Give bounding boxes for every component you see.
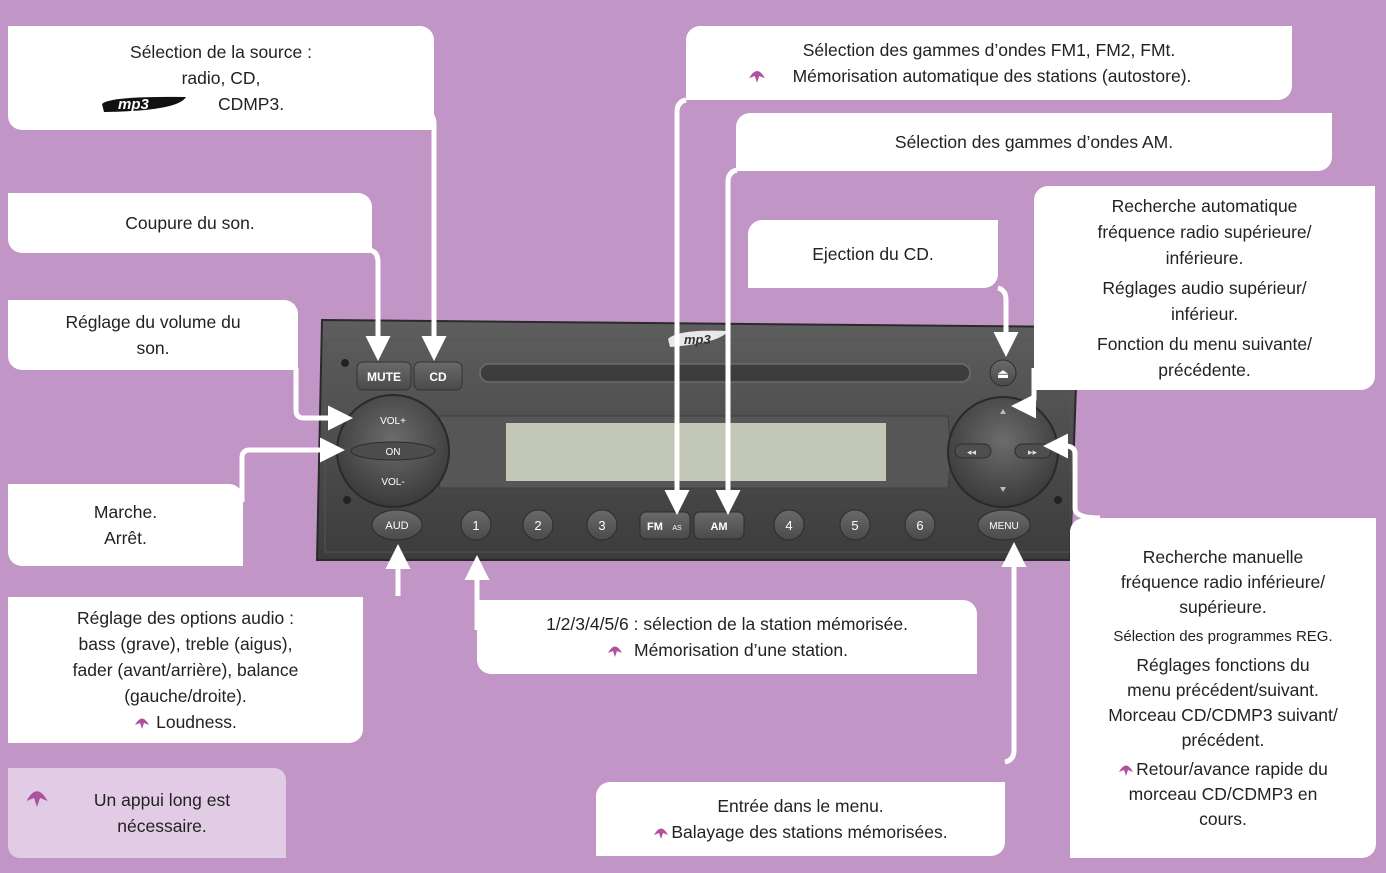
down-arrow-icon[interactable] <box>1000 487 1006 492</box>
screw-icon <box>1054 496 1062 504</box>
callout-mute: Coupure du son. <box>8 193 372 253</box>
svg-text:4: 4 <box>785 518 792 533</box>
arrow-volume <box>293 368 353 431</box>
arrow-menu <box>1001 542 1027 765</box>
legend-long-press: Un appui long est nécessaire. <box>8 768 286 858</box>
callout-presets: 1/2/3/4/5/6 : sélection de la station mé… <box>477 600 977 674</box>
svg-text:MUTE: MUTE <box>367 370 401 384</box>
arrow-fm <box>664 97 690 515</box>
svg-text:VOL+: VOL+ <box>380 416 406 427</box>
arrow-up <box>1011 368 1037 419</box>
volume-knob[interactable]: VOL+ ON VOL- <box>336 394 450 508</box>
long-press-icon <box>748 70 765 83</box>
screw-icon <box>343 496 351 504</box>
callout-source-selection: Sélection de la source : radio, CD, mp3 … <box>8 26 434 130</box>
callout-auto-search: Recherche automatique fréquence radio su… <box>1034 186 1375 390</box>
callout-audio-options: Réglage des options audio : bass (grave)… <box>8 597 363 743</box>
long-press-icon <box>654 828 669 839</box>
long-press-icon <box>608 646 622 657</box>
rewind-icon[interactable]: ◂◂ <box>967 447 977 457</box>
callout-am: Sélection des gammes d’ondes AM. <box>736 113 1332 171</box>
radio-unit <box>315 318 1080 561</box>
preset-button-3[interactable]: 3 <box>586 509 618 541</box>
svg-text:mp3: mp3 <box>684 332 712 347</box>
arrow-onoff <box>239 437 345 502</box>
callout-menu: Entrée dans le menu. Balayage des statio… <box>596 782 1005 856</box>
callout-eject: Ejection du CD. <box>748 220 998 288</box>
cd-slot[interactable] <box>479 363 971 383</box>
svg-text:AM: AM <box>710 521 727 533</box>
callout-manual-search: Recherche manuelle fréquence radio infér… <box>1070 518 1376 858</box>
callout-fm: Sélection des gammes d’ondes FM1, FM2, F… <box>686 26 1292 100</box>
long-press-icon <box>26 791 48 807</box>
eject-icon: ⏏ <box>997 366 1009 381</box>
navigation-pad[interactable]: ◂◂ ▸▸ <box>947 396 1059 508</box>
mp3-logo-icon: mp3 <box>101 96 186 113</box>
long-press-icon <box>135 718 150 729</box>
svg-text:VOL-: VOL- <box>381 477 404 488</box>
callout-volume: Réglage du volume du son. <box>8 300 298 370</box>
aud-button[interactable]: AUD <box>371 509 423 541</box>
svg-text:mp3: mp3 <box>118 96 150 113</box>
svg-text:1: 1 <box>472 518 479 533</box>
up-arrow-icon[interactable] <box>1000 409 1006 414</box>
mute-button[interactable]: MUTE <box>356 361 412 391</box>
am-button[interactable]: AM <box>693 511 745 540</box>
svg-text:AUD: AUD <box>385 520 408 532</box>
fm-button[interactable]: FM AS <box>639 511 691 540</box>
mp3-logo: mp3 <box>668 330 728 347</box>
svg-text:ON: ON <box>386 447 401 458</box>
svg-text:MENU: MENU <box>989 521 1018 532</box>
svg-text:2: 2 <box>534 518 541 533</box>
eject-button[interactable]: ⏏ <box>989 359 1017 387</box>
preset-button-2[interactable]: 2 <box>522 509 554 541</box>
screw-icon <box>341 359 349 367</box>
callout-on-off: Marche. Arrêt. <box>8 484 243 566</box>
arrow-eject <box>993 285 1019 357</box>
preset-button-1[interactable]: 1 <box>460 509 492 541</box>
arrow-am <box>715 167 741 515</box>
svg-text:CD: CD <box>429 370 447 384</box>
menu-button[interactable]: MENU <box>977 509 1031 541</box>
svg-text:6: 6 <box>916 518 923 533</box>
lcd-display <box>506 423 886 481</box>
preset-button-6[interactable]: 6 <box>904 509 936 541</box>
svg-text:FM: FM <box>647 521 663 533</box>
svg-text:AS: AS <box>672 525 682 532</box>
arrow-forward <box>1043 433 1101 521</box>
fast-forward-icon[interactable]: ▸▸ <box>1028 447 1038 457</box>
long-press-icon <box>1119 765 1134 776</box>
arrow-cd <box>421 109 447 361</box>
svg-text:5: 5 <box>851 518 858 533</box>
cd-button[interactable]: CD <box>413 361 463 391</box>
svg-text:3: 3 <box>598 518 605 533</box>
preset-button-4[interactable]: 4 <box>773 509 805 541</box>
preset-button-5[interactable]: 5 <box>839 509 871 541</box>
